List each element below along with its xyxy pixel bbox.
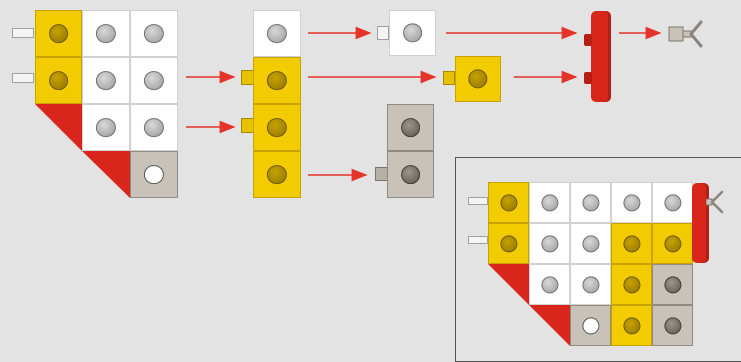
yellow-cube [652, 223, 693, 264]
stud [48, 70, 69, 91]
stud [581, 193, 600, 212]
red-plate-knob [584, 34, 592, 46]
white-peg [12, 28, 34, 38]
yellow-cube [611, 223, 652, 264]
stud [663, 234, 682, 253]
yellow-cube [611, 264, 652, 305]
stud [622, 275, 641, 294]
red-plate-knob [584, 72, 592, 84]
white-cube [389, 10, 436, 56]
stud [499, 193, 518, 212]
stud [622, 234, 641, 253]
white-cube [652, 182, 693, 223]
stud [95, 23, 117, 44]
stud [663, 275, 682, 294]
stud-hollow [581, 316, 600, 335]
white-cube [82, 57, 130, 104]
red-wedge [35, 104, 82, 151]
stud [400, 117, 421, 138]
yellow-cube [253, 104, 301, 151]
clip-icon [668, 20, 703, 48]
stud [663, 193, 682, 212]
red-plate [584, 11, 611, 102]
stud [402, 23, 423, 43]
stud [95, 70, 117, 91]
stud [581, 275, 600, 294]
white-peg [468, 236, 488, 244]
stud [540, 193, 559, 212]
stud [48, 23, 69, 44]
white-cube [253, 10, 301, 57]
red-wedge [82, 151, 130, 198]
stud [143, 70, 165, 91]
white-cube [570, 223, 611, 264]
white-cube [570, 182, 611, 223]
grey-cube [387, 104, 434, 151]
white-peg [12, 73, 34, 83]
white-cube [82, 104, 130, 151]
stud [143, 23, 165, 44]
stud [468, 69, 488, 89]
stud [581, 234, 600, 253]
stud [540, 234, 559, 253]
yellow-cube [488, 182, 529, 223]
yellow-cube [253, 57, 301, 104]
grey-cube [652, 305, 693, 346]
grey-cube [130, 151, 178, 198]
red-wedge [529, 305, 570, 346]
white-cube [82, 10, 130, 57]
white-cube [529, 264, 570, 305]
stud [266, 23, 288, 44]
white-cube [130, 10, 178, 57]
stud [95, 117, 117, 138]
white-cube [130, 104, 178, 151]
stud [266, 164, 288, 185]
stud [499, 234, 518, 253]
yellow-cube [488, 223, 529, 264]
yellow-cube [253, 151, 301, 198]
stud [266, 70, 288, 91]
white-cube [130, 57, 178, 104]
white-cube [529, 223, 570, 264]
yellow-cube [35, 10, 82, 57]
stud [266, 117, 288, 138]
clip-icon [706, 190, 724, 214]
stud [663, 316, 682, 335]
grey-cube [652, 264, 693, 305]
grey-cube [387, 151, 434, 198]
red-plate [692, 183, 709, 263]
white-peg [377, 26, 389, 40]
stud-hollow [143, 164, 165, 185]
white-cube [529, 182, 570, 223]
yellow-cube [35, 57, 82, 104]
grey-cube [570, 305, 611, 346]
stud [622, 193, 641, 212]
stud [143, 117, 165, 138]
white-peg [468, 197, 488, 205]
stud [622, 316, 641, 335]
white-cube [611, 182, 652, 223]
red-wedge [488, 264, 529, 305]
white-cube [570, 264, 611, 305]
stud [540, 275, 559, 294]
yellow-cube [455, 56, 501, 102]
yellow-peg [443, 71, 455, 85]
stud [400, 164, 421, 185]
yellow-cube [611, 305, 652, 346]
